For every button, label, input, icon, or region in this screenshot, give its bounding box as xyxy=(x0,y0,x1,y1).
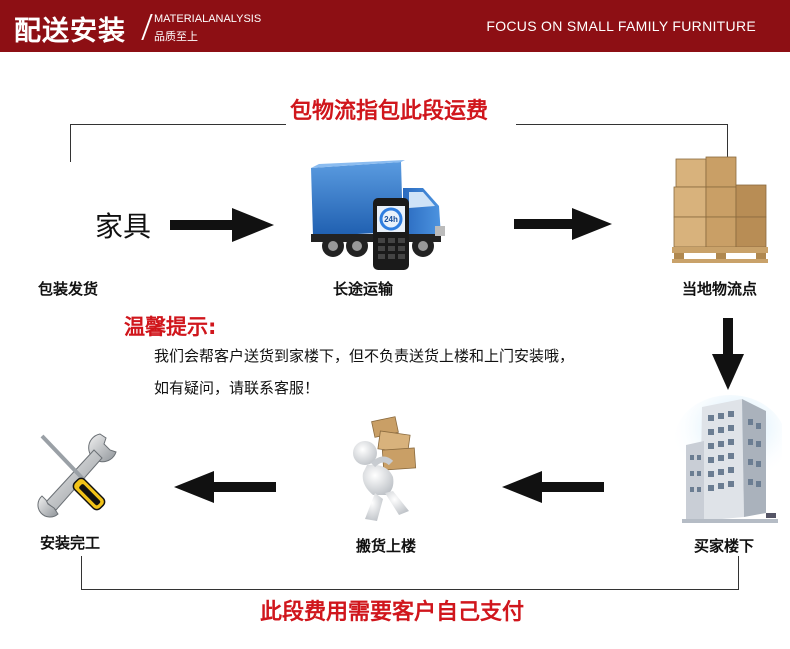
header-subtitle-en: MATERIALANALYSIS xyxy=(154,13,262,25)
header-subtitle-cn: 品质至上 xyxy=(154,30,198,43)
top-bracket-left xyxy=(70,124,71,162)
truck-badge: 24h xyxy=(384,215,398,224)
tip-line-2: 如有疑问，请联系客服！ xyxy=(154,379,320,397)
top-bracket-line-left xyxy=(70,124,286,125)
step-label-pack: 包装发货 xyxy=(38,280,99,298)
step-label-install: 安装完工 xyxy=(40,534,101,552)
tip-title: 温馨提示: xyxy=(124,315,217,339)
truck-icon: 24h xyxy=(311,160,445,270)
bottom-bracket-left xyxy=(81,556,82,590)
top-caption: 包物流指包此段运费 xyxy=(290,99,489,124)
header-slash xyxy=(141,14,153,40)
tip-line-1: 我们会帮客户送货到家楼下，但不负责送货上楼和上门安装哦， xyxy=(154,347,575,365)
top-bracket-right xyxy=(727,124,728,162)
step-label-carry: 搬货上楼 xyxy=(356,537,417,555)
step-label-downstairs: 买家楼下 xyxy=(694,537,755,555)
step-label-transport: 长途运输 xyxy=(333,280,394,298)
wrench-screwdriver-icon xyxy=(37,433,117,518)
bottom-bracket-line xyxy=(81,589,739,590)
arrow-right-icon xyxy=(170,208,274,242)
step-label-local-point: 当地物流点 xyxy=(682,280,758,298)
arrow-left-icon xyxy=(174,471,276,503)
boxes-pallet-icon xyxy=(672,156,768,263)
arrow-left-icon xyxy=(502,471,604,503)
carrying-man-icon xyxy=(353,416,417,521)
bottom-bracket-right xyxy=(738,556,739,590)
top-bracket-line-right xyxy=(516,124,728,125)
arrow-down-icon xyxy=(712,318,744,390)
building-icon xyxy=(674,395,782,523)
header-tagline: FOCUS ON SMALL FAMILY FURNITURE xyxy=(486,18,756,34)
bottom-caption: 此段费用需要客户自己支付 xyxy=(254,594,531,626)
header-bar: 配送安装 MATERIALANALYSIS 品质至上 FOCUS ON SMAL… xyxy=(0,0,790,52)
arrow-right-icon xyxy=(514,208,612,240)
furniture-text: 家具 xyxy=(95,210,152,243)
header-title: 配送安装 xyxy=(14,16,126,47)
